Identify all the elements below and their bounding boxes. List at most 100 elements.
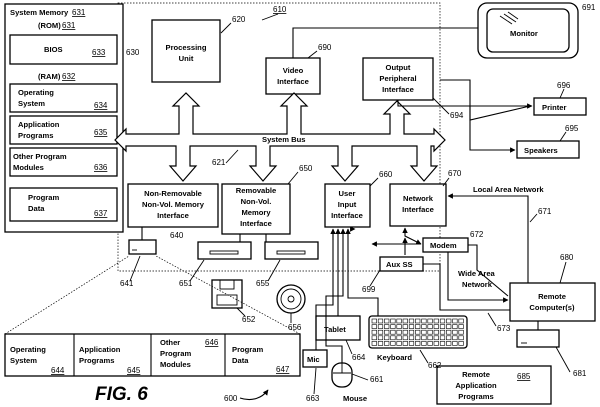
disk-os-ref: 644: [51, 366, 65, 375]
keyboard-key: [402, 318, 408, 324]
mouse-label: Mouse: [343, 394, 367, 403]
keyboard-label: Keyboard: [377, 353, 412, 362]
keyboard-key: [384, 318, 390, 324]
keyboard-key: [390, 324, 396, 329]
floppy-disk-icon: 652: [211, 279, 256, 324]
modem-ref: 672: [470, 230, 484, 239]
printer-ref: 696: [557, 81, 571, 90]
uii-label-2: Input: [338, 200, 357, 209]
keyboard-key: [446, 335, 452, 341]
keyboard-key: [433, 341, 439, 346]
keyboard-key: [446, 324, 452, 329]
keyboard-key: [371, 341, 377, 346]
keyboard-key: [377, 318, 384, 324]
video-interface: Video Interface 690: [265, 43, 332, 95]
modules-label-1: Other Program: [13, 152, 67, 161]
disk-contents: Operating System 644 Application Program…: [4, 333, 301, 377]
keyboard-key: [421, 341, 427, 346]
rap-label-2: Application: [455, 381, 497, 390]
aux-ss-ref: 699: [362, 285, 376, 294]
disk-data-ref: 647: [276, 365, 290, 374]
modem: Modem 672: [422, 230, 484, 253]
printer-label: Printer: [542, 103, 567, 112]
keyboard-key: [396, 335, 402, 341]
keyboard-key: [427, 341, 433, 346]
rm-label-4: Interface: [240, 219, 272, 228]
rom-label: (ROM): [38, 21, 61, 30]
hard-disk-icon: 641: [120, 227, 157, 288]
keyboard-key: [371, 324, 377, 329]
keyboard-key: [377, 335, 384, 341]
system-bus-label: System Bus: [262, 135, 305, 144]
hard-disk-ref: 641: [120, 279, 134, 288]
disk-apps-ref: 645: [127, 366, 141, 375]
keyboard-key: [390, 318, 396, 324]
tablet: Tablet 664: [315, 315, 366, 362]
keyboard-key: [433, 335, 439, 341]
keyboard-key: [458, 318, 464, 324]
speakers-label: Speakers: [524, 146, 558, 155]
keyboard-key: [458, 329, 464, 335]
system-memory-ref-number: 630: [126, 48, 140, 57]
mic-label: Mic: [307, 355, 320, 364]
keyboard-key: [415, 324, 421, 329]
figure-title: FIG. 6: [95, 384, 148, 405]
wan-label-2: Network: [462, 280, 493, 289]
remote-unit-ref: 681: [573, 369, 587, 378]
nrm-label-2: Non-Vol. Memory: [142, 200, 205, 209]
data-label-1: Program: [28, 193, 59, 202]
keyboard-key: [433, 329, 439, 335]
apps-label-1: Application: [18, 120, 60, 129]
keyboard-key: [433, 318, 439, 324]
video-interface-label-2: Interface: [277, 77, 309, 86]
disk-modules-label-1: Other: [160, 338, 180, 347]
keyboard-key: [421, 335, 427, 341]
ni-label-2: Interface: [402, 205, 434, 214]
os-ref: 634: [94, 101, 108, 110]
keyboard-ref: 662: [428, 361, 442, 370]
system-memory-title: System Memory: [10, 8, 69, 17]
keyboard-key: [452, 335, 458, 341]
modules-label-2: Modules: [13, 163, 44, 172]
tablet-label: Tablet: [324, 325, 346, 334]
disk-apps-label-2: Programs: [79, 356, 114, 365]
keyboard-key: [408, 335, 415, 341]
keyboard-key: [439, 329, 446, 335]
disk-modules-label-2: Program: [160, 349, 191, 358]
remote-computer: Remote Computer(s) 680: [509, 253, 596, 322]
mouse-icon: Mouse 661: [331, 362, 384, 403]
optical-disc-ref: 656: [288, 323, 302, 332]
lan-ref: 671: [538, 207, 552, 216]
opi-label-1: Output: [386, 63, 411, 72]
keyboard-key: [384, 329, 390, 335]
uii-label-1: User: [339, 189, 356, 198]
video-interface-label-1: Video: [283, 66, 304, 75]
rm-label-2: Non-Vol.: [241, 197, 272, 206]
video-interface-ref: 690: [318, 43, 332, 52]
processing-unit: Processing Unit 620: [151, 15, 246, 83]
system-memory: System Memory 631 (ROM) 631 BIOS 633 (RA…: [4, 3, 124, 233]
speakers-ref: 695: [565, 124, 579, 133]
ni-label-1: Network: [403, 194, 434, 203]
keyboard-key: [390, 341, 396, 346]
disk-os-label-2: System: [10, 356, 37, 365]
modem-label: Modem: [430, 241, 457, 250]
tablet-ref: 664: [352, 353, 366, 362]
remote-computer-label-2: Computer(s): [529, 303, 575, 312]
keyboard-key: [452, 318, 458, 324]
rm-ref: 650: [299, 164, 313, 173]
remote-computer-label-1: Remote: [538, 292, 566, 301]
opi-ref: 694: [450, 111, 464, 120]
removable-interface: Removable Non-Vol. Memory Interface 650: [221, 164, 313, 235]
remote-computer-unit-icon: 681: [516, 321, 587, 378]
disk-os-label-1: Operating: [10, 345, 46, 354]
keyboard-key: [439, 341, 446, 346]
rom-ref: 631: [62, 21, 76, 30]
keyboard-key: [377, 324, 384, 329]
keyboard-key: [415, 335, 421, 341]
speakers: Speakers 695: [516, 124, 580, 159]
keyboard-key: [446, 329, 452, 335]
floppy-disk-ref: 652: [242, 315, 256, 324]
keyboard-key: [402, 341, 408, 346]
keyboard-key: [427, 324, 433, 329]
